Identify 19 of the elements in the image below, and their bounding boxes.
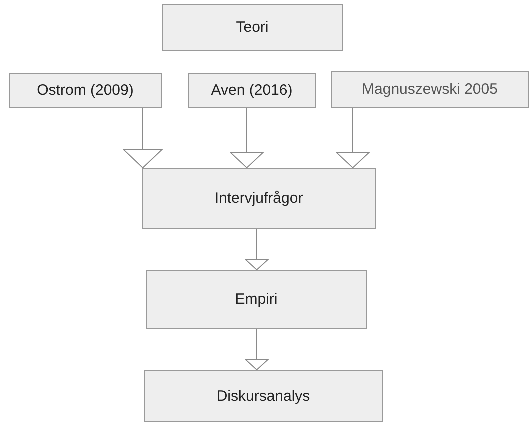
process-box <box>144 370 383 422</box>
box-label: Empiri <box>235 291 278 308</box>
process-box <box>146 270 367 329</box>
box-label: Magnuszewski 2005 <box>362 81 498 98</box>
arrow <box>246 328 268 370</box>
arrow <box>246 228 268 270</box>
process-box <box>188 73 316 108</box>
box-label: Ostrom (2009) <box>37 82 134 99</box>
box-label: Aven (2016) <box>211 82 293 99</box>
arrow <box>230 108 264 168</box>
process-box <box>162 4 343 51</box>
arrow <box>336 108 370 168</box>
process-box <box>142 168 376 229</box>
process-box <box>9 73 162 108</box>
box-label: Intervjufrågor <box>214 190 304 207</box>
box-label: Teori <box>236 19 269 36</box>
process-box <box>331 71 529 108</box>
arrow <box>124 108 162 168</box>
box-label: Diskursanalys <box>216 388 310 404</box>
